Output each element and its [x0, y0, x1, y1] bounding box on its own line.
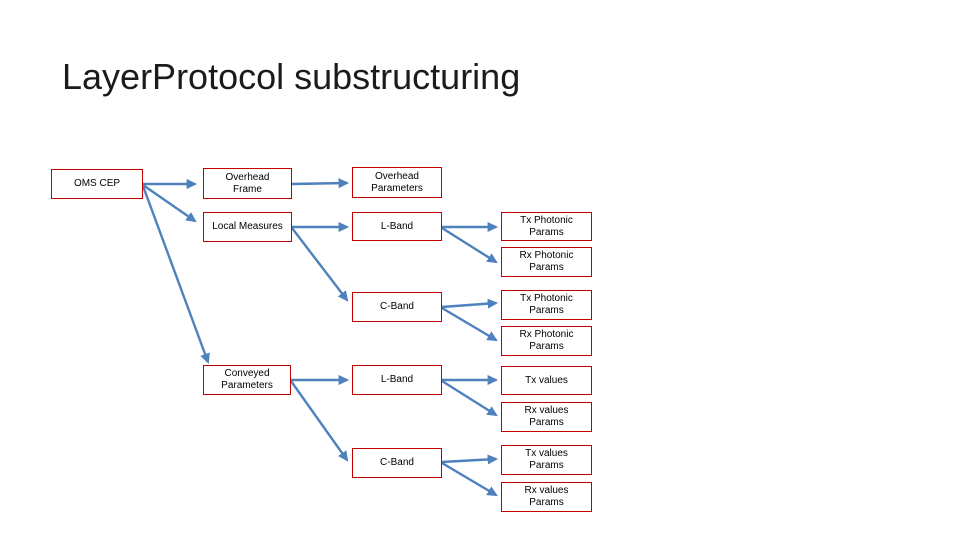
edge-conveyed-parameters-to-c-band-values — [290, 380, 349, 462]
node-rx-photonic-c: Rx Photonic Params — [501, 326, 592, 356]
node-l-band-values: L-Band — [352, 365, 442, 395]
node-c-band-photonic: C-Band — [352, 292, 442, 322]
node-conveyed-parameters: Conveyed Parameters — [203, 365, 291, 395]
node-tx-photonic-l: Tx Photonic Params — [501, 212, 592, 241]
node-local-measures: Local Measures — [203, 212, 292, 242]
node-c-band-values: C-Band — [352, 448, 442, 478]
edge-overhead-frame-to-overhead-parameters — [291, 178, 350, 189]
node-rx-values-l: Rx values Params — [501, 402, 592, 432]
node-tx-photonic-c: Tx Photonic Params — [501, 290, 592, 320]
node-rx-photonic-l: Rx Photonic Params — [501, 247, 592, 277]
node-rx-values-c: Rx values Params — [501, 482, 592, 512]
edge-oms-cep-to-local-measures — [142, 184, 197, 223]
node-oms-cep: OMS CEP — [51, 169, 143, 199]
node-overhead-parameters: Overhead Parameters — [352, 167, 442, 198]
edge-l-band-photonic-to-rx-photonic-l — [441, 226, 498, 264]
node-tx-values: Tx values — [501, 366, 592, 395]
edge-c-band-photonic-to-tx-photonic-c — [441, 298, 499, 309]
node-tx-values-params: Tx values Params — [501, 445, 592, 475]
edge-c-band-values-to-rx-values-c — [441, 461, 498, 497]
edge-local-measures-to-c-band-photonic — [291, 227, 349, 302]
node-l-band-photonic: L-Band — [352, 212, 442, 241]
edge-l-band-values-to-rx-values-l — [441, 379, 498, 417]
node-overhead-frame: Overhead Frame — [203, 168, 292, 199]
edge-c-band-photonic-to-rx-photonic-c — [441, 306, 498, 342]
edge-oms-cep-to-conveyed-parameters — [141, 185, 210, 365]
slide-title: LayerProtocol substructuring — [62, 56, 521, 97]
edge-c-band-values-to-tx-values-params — [441, 454, 499, 465]
